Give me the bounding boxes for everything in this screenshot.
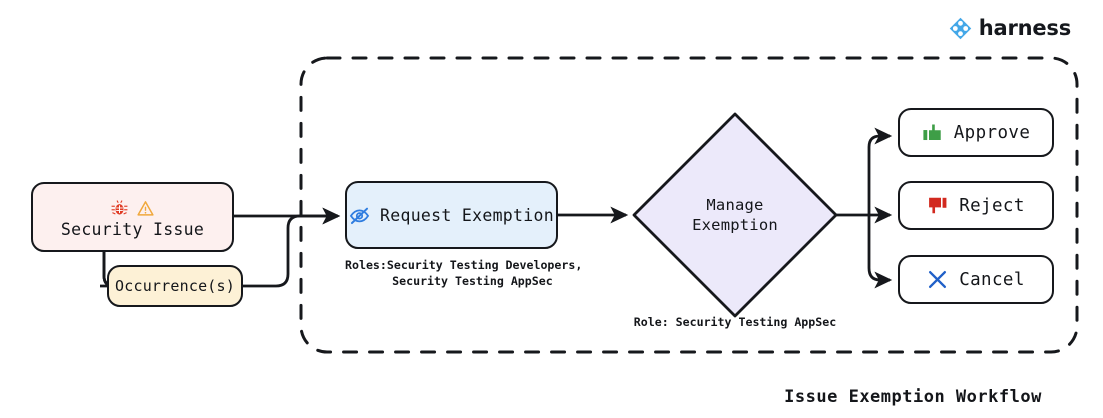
bug-icon [111, 200, 128, 217]
eye-slash-icon [349, 205, 370, 226]
node-request-exemption[interactable]: Request Exemption [345, 181, 558, 249]
approve-label: Approve [953, 122, 1031, 143]
manage-exemption-caption: Role: Security Testing AppSec [633, 315, 837, 329]
node-reject[interactable]: Reject [898, 181, 1054, 230]
node-approve[interactable]: Approve [898, 108, 1054, 157]
node-security-issue[interactable]: Security Issue [31, 182, 234, 252]
occurrences-label: Occurrence(s) [115, 277, 235, 295]
thumbs-down-icon [927, 195, 948, 216]
manage-exemption-label-group: Manage Exemption [630, 110, 840, 320]
edge-manage-exemption-to-approve [867, 127, 893, 215]
cancel-label: Cancel [959, 269, 1025, 290]
security-issue-label: Security Issue [60, 219, 205, 239]
warning-triangle-icon [137, 200, 154, 217]
security-issue-icon-row [111, 199, 154, 219]
reject-label: Reject [959, 195, 1025, 216]
node-manage-exemption[interactable]: Manage Exemption [630, 110, 840, 320]
edge-occurrences-to-request-exemption [243, 207, 341, 288]
thumbs-up-icon [922, 122, 943, 143]
cross-icon [927, 269, 948, 290]
edge-manage-exemption-to-cancel [867, 215, 893, 289]
node-occurrences[interactable]: Occurrence(s) [107, 265, 243, 307]
brand-name: harness [978, 16, 1071, 40]
request-exemption-label: Request Exemption [380, 205, 554, 225]
harness-logo-icon [949, 17, 971, 40]
brand-logo: harness [949, 17, 1071, 40]
diagram-title: Issue Exemption Workflow [784, 387, 1042, 407]
request-exemption-caption: Roles:Security Testing Developers, Secur… [345, 258, 583, 288]
manage-exemption-label-line2: Exemption [692, 216, 778, 234]
manage-exemption-label-line1: Manage [706, 195, 764, 214]
node-cancel[interactable]: Cancel [898, 255, 1054, 304]
